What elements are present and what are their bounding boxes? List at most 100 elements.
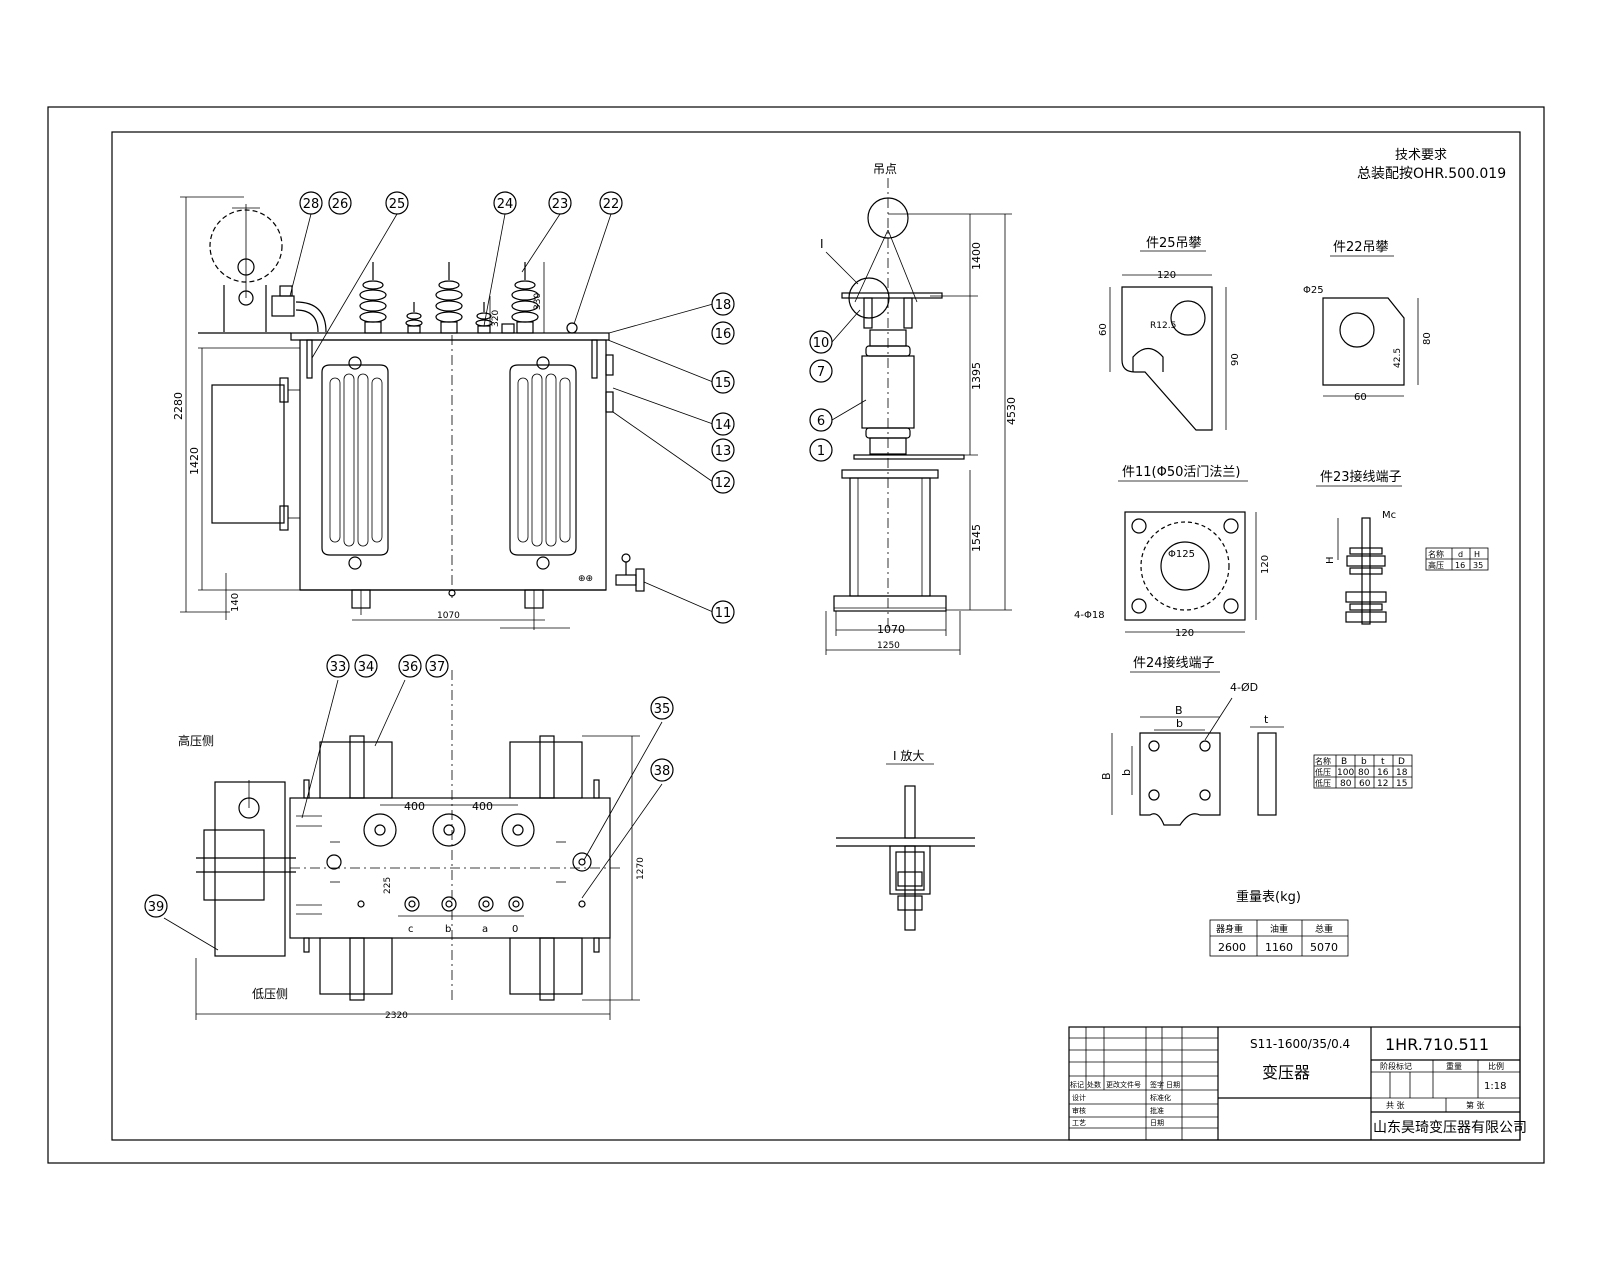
sheet-count: 共 张 xyxy=(1386,1101,1405,1110)
p24-head-4: D xyxy=(1398,757,1405,767)
balloon: 38 xyxy=(650,758,674,782)
weight-table: 重量表(kg) 器身重 油重 总重 2600 1160 5070 xyxy=(1209,889,1349,957)
balloon-number: 15 xyxy=(715,376,732,391)
balloon-number: 7 xyxy=(817,365,825,380)
balloon-circle xyxy=(398,654,422,678)
dim-radiator-height: 1420 xyxy=(188,447,201,475)
dim-1070: 1070 xyxy=(877,623,905,636)
p24-r1-2: 60 xyxy=(1359,779,1371,789)
balloon: 35 xyxy=(650,696,674,720)
dim-plan-depth: 1270 xyxy=(636,857,646,880)
balloon: 13 xyxy=(711,438,735,462)
dim-base-width: 1070 xyxy=(437,611,460,621)
p24-head-1: B xyxy=(1341,757,1347,767)
dim-1250: 1250 xyxy=(877,641,900,651)
balloon-circle xyxy=(809,330,833,354)
part22-phi: Φ25 xyxy=(1303,285,1324,296)
balloon: 33 xyxy=(326,654,350,678)
balloon: 7 xyxy=(809,359,833,383)
part11-height: 120 xyxy=(1260,555,1271,574)
balloon: 37 xyxy=(425,654,449,678)
part23-m: Mc xyxy=(1382,510,1396,521)
p24-r1-4: 15 xyxy=(1396,779,1407,789)
part24-b-vert: B xyxy=(1100,772,1113,780)
p24-r0-1: 100 xyxy=(1337,768,1354,778)
terminal-0: 0 xyxy=(512,924,518,935)
part11-detail: 件11(Φ50活门法兰) Φ125 4-Φ18 120 120 xyxy=(1074,465,1271,639)
p24-head-0: 名称 xyxy=(1315,756,1331,766)
balloon-circle xyxy=(650,758,674,782)
dim-base-height: 140 xyxy=(230,593,241,612)
weight-head-2: 总重 xyxy=(1315,923,1333,935)
tech-req-line1: 总装配按OHR.500.019 xyxy=(1357,166,1506,182)
dim-4530: 4530 xyxy=(1005,397,1018,425)
part24-b-outer: B xyxy=(1175,704,1183,717)
balloon-number: 11 xyxy=(715,606,732,621)
part23-detail: 件23接线端子 Mc H 名称 d H 高压 16 35 xyxy=(1316,469,1489,625)
balloon-circle xyxy=(711,470,735,494)
balloon-number: 39 xyxy=(148,900,165,915)
part22-h1: 42.5 xyxy=(1393,348,1403,368)
balloon: 12 xyxy=(711,470,735,494)
part23-h: H xyxy=(1325,556,1336,564)
detail-ref: I xyxy=(820,237,824,251)
part22-detail: 件22吊攀 Φ25 60 80 42.5 xyxy=(1303,240,1433,403)
rev-h2: 更改文件号 xyxy=(1106,1080,1141,1089)
part24-t: t xyxy=(1264,713,1269,726)
part23-title: 件23接线端子 xyxy=(1320,469,1402,485)
outer-frame xyxy=(47,106,1545,1164)
tank-side-body xyxy=(849,477,931,597)
dim-spacing-a: 400 xyxy=(404,800,425,813)
balloon-number: 33 xyxy=(330,660,347,675)
balloon-number: 23 xyxy=(552,197,569,212)
p24-r0-2: 80 xyxy=(1358,768,1370,778)
balloon-number: 26 xyxy=(332,197,349,212)
balloon-circle xyxy=(711,321,735,345)
balloon-circle xyxy=(326,654,350,678)
balloon-circle xyxy=(711,600,735,624)
part11-phi: Φ125 xyxy=(1168,549,1195,560)
part25-radius: R12.5 xyxy=(1150,321,1176,331)
balloon-number: 37 xyxy=(429,660,446,675)
hv-side-label: 高压侧 xyxy=(178,733,214,748)
balloon-number: 14 xyxy=(715,418,732,433)
part25-width: 120 xyxy=(1157,270,1176,281)
balloon-number: 10 xyxy=(813,336,830,351)
lv-bushings xyxy=(405,302,515,334)
balloon-circle xyxy=(354,654,378,678)
dim-top-a: 320 xyxy=(491,310,501,327)
sheet-no: 第 张 xyxy=(1466,1100,1485,1110)
weight-head-0: 器身重 xyxy=(1216,923,1243,935)
balloon: 6 xyxy=(809,408,833,432)
balloon-circle xyxy=(328,191,352,215)
p23-row-2: 35 xyxy=(1473,561,1483,570)
col-stage: 阶段标记 xyxy=(1380,1061,1412,1071)
dim-plan-width: 2320 xyxy=(385,1011,408,1021)
dim-total-height: 2280 xyxy=(172,392,185,420)
p24-r0-3: 16 xyxy=(1377,768,1389,778)
detail-i-view: I 放大 xyxy=(836,748,975,931)
balloon-circle xyxy=(144,894,168,918)
role2-1: 批准 xyxy=(1150,1106,1164,1115)
role-1: 审核 xyxy=(1072,1106,1086,1115)
balloon-number: 25 xyxy=(389,197,406,212)
part22-title: 件22吊攀 xyxy=(1333,240,1389,255)
part25-h2: 90 xyxy=(1230,353,1241,366)
balloon: 34 xyxy=(354,654,378,678)
inner-frame xyxy=(111,131,1521,1141)
part22-width: 60 xyxy=(1354,392,1367,403)
title-company: 山东昊琦变压器有限公司 xyxy=(1373,1120,1527,1136)
tech-requirements: 技术要求 总装配按OHR.500.019 xyxy=(1357,148,1506,182)
dim-offset: 225 xyxy=(383,877,393,894)
radiator-right xyxy=(509,356,577,570)
tank-lid xyxy=(290,332,610,341)
p24-head-3: t xyxy=(1381,757,1385,767)
balloon-circle xyxy=(650,696,674,720)
title-block: 标记 处数 更改文件号 签字 日期 设计 审核 工艺 标准化 批准 日期 阶段标… xyxy=(1068,1026,1527,1141)
balloon: 24 xyxy=(493,191,517,215)
front-view: ⊕⊕ 2280 1420 140 320 330 1070 xyxy=(172,196,645,630)
balloon-circle xyxy=(711,292,735,316)
balloon-circle xyxy=(711,412,735,436)
role2-2: 日期 xyxy=(1150,1119,1164,1127)
